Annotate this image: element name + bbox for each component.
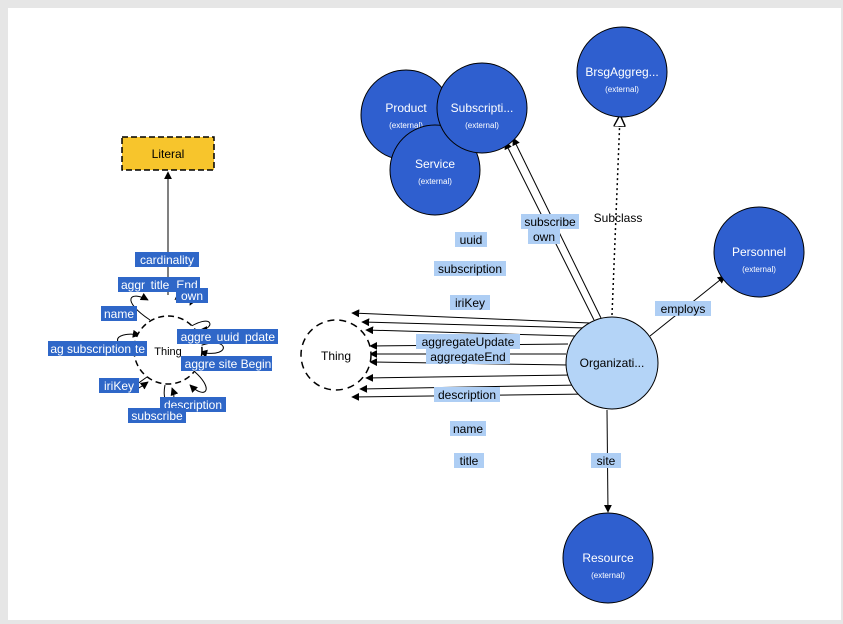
thing-node-large[interactable] (300, 319, 372, 391)
label-own-small-bg (176, 288, 208, 303)
label-uuid-large[interactable]: uuid (460, 233, 483, 247)
label-aggregateend-large-bg (426, 349, 510, 364)
resource-node-label: Resource (582, 551, 634, 565)
label-te-small-bg (133, 341, 147, 356)
label-title-large-bg (454, 453, 484, 468)
edge-org-to-thing (361, 318, 586, 329)
label-site-large[interactable]: site (597, 454, 616, 468)
edge-org-to-thing (365, 326, 576, 337)
label-uuid-small[interactable]: uuid (217, 330, 240, 344)
subscription-node-sub: (external) (465, 121, 499, 130)
label-name-small-bg (101, 306, 137, 321)
personnel-node-sub: (external) (742, 265, 776, 274)
label-description-large-bg (434, 387, 500, 402)
label-subscription-large-bg (434, 261, 506, 276)
label-title-large[interactable]: title (460, 454, 479, 468)
label-begin-small-bg (240, 356, 272, 371)
label-site-large-bg (591, 453, 621, 468)
thing-node-large-label: Thing (321, 349, 351, 363)
subscription-node[interactable] (436, 62, 528, 154)
literal-node[interactable] (121, 136, 215, 171)
label-uuid-large-bg (455, 232, 487, 247)
service-node-label: Service (415, 157, 455, 171)
label-irikey-small-bg (99, 378, 139, 393)
brsg-node[interactable] (576, 26, 668, 118)
personnel-node-label: Personnel (732, 245, 786, 259)
organization-node[interactable] (565, 316, 659, 410)
edge-org-to-thing (365, 373, 573, 382)
label-employs-large-bg (655, 301, 711, 316)
label-own-large-bg (528, 229, 560, 244)
small-cluster: Literal Thing cardinality aggr title End… (48, 136, 278, 423)
resource-node-sub: (external) (591, 571, 625, 580)
label-aggr-small[interactable]: aggr (121, 278, 145, 292)
label-subscription-small[interactable]: subscription (67, 342, 131, 356)
label-begin-small[interactable]: Begin (241, 357, 272, 371)
label-site-small-bg (215, 356, 241, 371)
literal-node-label: Literal (152, 147, 185, 161)
label-ag-small[interactable]: ag (50, 342, 63, 356)
label-own-small[interactable]: own (181, 289, 203, 303)
large-cluster: Product (external) Service (external) Su… (300, 26, 805, 604)
label-aggre2-small[interactable]: aggre (185, 357, 216, 371)
label-cardinality-small-bg (135, 252, 199, 267)
label-title-small[interactable]: title (151, 278, 170, 292)
label-te-small[interactable]: te (135, 342, 145, 356)
label-title-small-bg (146, 277, 174, 292)
label-aggregateupdate-large-bg (416, 334, 520, 349)
resource-node[interactable] (562, 512, 654, 604)
brsg-node-sub: (external) (605, 85, 639, 94)
product-node-label: Product (385, 101, 427, 115)
label-subscribe-small[interactable]: subscribe (131, 409, 183, 423)
product-node-sub: (external) (389, 121, 423, 130)
service-node-sub: (external) (418, 177, 452, 186)
label-irikey-small[interactable]: iriKey (104, 379, 134, 393)
label-subscribe-large[interactable]: subscribe (524, 215, 576, 229)
label-aggregateend-large[interactable]: aggregateEnd (430, 350, 505, 364)
label-site-small[interactable]: site (219, 357, 238, 371)
label-own-large[interactable]: own (533, 230, 555, 244)
label-subclass-large[interactable]: Subclass (594, 211, 643, 225)
service-node[interactable] (389, 124, 481, 216)
label-irikey-large-bg (450, 295, 490, 310)
label-subscribe-small-bg (128, 408, 186, 423)
label-name-large-bg (450, 421, 486, 436)
label-aggr-small-bg (118, 277, 148, 292)
subscription-node-label: Subscripti... (451, 101, 514, 115)
label-subscribe-large-bg (521, 214, 579, 229)
label-employs-large[interactable]: employs (661, 302, 706, 316)
label-name-small[interactable]: name (104, 307, 134, 321)
edge-org-to-thing (351, 309, 591, 324)
label-irikey-large[interactable]: iriKey (455, 296, 485, 310)
personnel-node[interactable] (713, 206, 805, 298)
label-name-large[interactable]: name (453, 422, 483, 436)
label-aggre-small[interactable]: aggre (181, 330, 212, 344)
edge-subclass (611, 116, 620, 316)
label-aggre2-small-bg (181, 356, 219, 371)
label-uuid-small-bg (214, 329, 242, 344)
label-aggre-small-bg (177, 329, 215, 344)
label-ag-small-bg (48, 341, 66, 356)
brsg-node-label: BrsgAggreg... (585, 65, 658, 79)
label-aggregateupdate-large[interactable]: aggregateUpdate (422, 335, 515, 349)
label-subscription-large[interactable]: subscription (438, 262, 502, 276)
edge-loop (189, 371, 207, 393)
label-description-large[interactable]: description (438, 388, 496, 402)
label-pdate-small[interactable]: pdate (245, 330, 275, 344)
edge-loop (130, 293, 151, 321)
organization-node-label: Organizati... (580, 356, 645, 370)
label-cardinality-small[interactable]: cardinality (140, 253, 194, 267)
label-subscription-small-bg (64, 341, 134, 356)
thing-node-small-label: Thing (154, 346, 182, 358)
label-pdate-small-bg (242, 329, 278, 344)
